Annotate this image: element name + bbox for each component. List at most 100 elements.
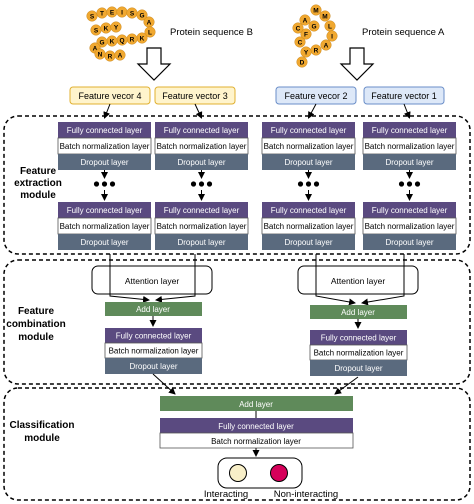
sequence-b-residue: A [147,19,152,26]
dropout-layer [155,234,248,250]
sequence-a-arrow [339,47,375,81]
sequence-a-bead [320,39,332,51]
sequence-a-residue: L [328,23,332,30]
add-layer-right-label: Add layer [341,308,375,317]
fc-layer [262,202,355,218]
sequence-b-residue: K [140,35,145,42]
sequence-a-bead [294,36,306,48]
ellipsis-dot [190,181,197,187]
bn-layer-label: Batch normalization layer [109,347,199,356]
bn-layer-label: Batch normalization layer [157,222,247,231]
bn-layer-label: Batch normalization layer [365,222,455,231]
combination-label-2: combination [6,319,65,330]
non-interacting-label: Non-interacting [274,489,338,500]
feature-arrow [308,103,317,119]
sequence-a-residue: M [322,13,327,20]
fc-layer [363,122,456,138]
sequence-a-residue: A [303,17,308,24]
dropout-layer-label: Dropout layer [177,158,225,167]
ellipsis-dot [414,181,421,187]
classification-label-1: Classification [9,420,74,431]
combination-arrows [109,254,405,306]
sequence-b-residue: G [139,12,144,19]
fc-layer-label: Fully connected layer [271,206,347,215]
attention-layer-left-label: Attention layer [125,276,180,286]
attention-layer-right [297,265,419,295]
add-layer-classification [160,396,353,411]
fc-layer [58,122,151,138]
dropout-layer [58,154,151,170]
extraction-label-2: extraction [14,178,62,189]
dropout-layer [363,234,456,250]
bn-layer-label: Batch normalization layer [365,142,455,151]
protein-sequence-a-label: Protein sequence A [362,27,445,38]
sequence-a-residue: D [300,59,305,66]
feature-arrow [403,103,411,119]
sequence-a-bead [319,10,331,22]
fc-layer-label: Fully connected layer [164,206,240,215]
sequence-a-residue: Y [304,49,309,56]
dropout-layer-label: Dropout layer [80,158,128,167]
sequence-a-residue: F [304,31,308,38]
add-layer-right [310,305,407,319]
sequence-b-residue: N [98,51,103,58]
sequence-b-residue: E [110,9,115,16]
attention-layer-left [91,265,213,295]
interacting-label: Interacting [204,489,248,500]
interacting-circle [229,464,247,482]
fc-layer [155,202,248,218]
non-interacting-circle [270,464,288,482]
bn-layer-label: Batch normalization layer [60,142,150,151]
sequence-a-residue: R [314,47,319,54]
dropout-layer-label: Dropout layer [177,238,225,247]
dropout-layer-label: Dropout layer [284,238,332,247]
dropout-layer-label: Dropout layer [385,238,433,247]
fc-layer [310,330,407,345]
feature-vector-1-label: Feature vector 1 [371,91,437,101]
combination-label-1: Feature [18,306,55,317]
sequence-a-residue: A [324,42,329,49]
ellipsis-dot [101,181,108,187]
fc-layer-label: Fully connected layer [67,126,143,135]
sequence-a-bead [296,56,308,68]
sequence-b-bead [110,21,122,33]
sequence-b-bead [144,26,156,38]
dropout-layer-label: Dropout layer [129,362,177,371]
ellipsis-dot [206,181,213,187]
sequence-b-arrow [136,47,172,81]
bn-layer-label: Batch normalization layer [264,222,354,231]
fc-layer-label: Fully connected layer [116,332,192,341]
sequence-a-bead [326,30,338,42]
sequence-b-residue: Q [119,37,124,44]
sequence-a-residue: G [311,23,316,30]
feature-extraction-module-border [3,115,471,255]
ellipsis-dot [198,181,205,187]
sequence-b-residue: A [118,52,123,59]
ellipsis-dot [398,181,405,187]
sequence-a-bead [310,4,322,16]
sequence-b-bead [136,9,148,21]
sequence-b-residue: K [110,38,115,45]
ellipsis-dot [297,181,304,187]
sequence-b-residue: I [121,9,123,16]
classification-label-2: module [24,433,60,444]
sequence-a-residue: M [313,7,318,14]
sequence-b-residue: R [108,53,113,60]
bn-layer-label: Batch normalization layer [157,142,247,151]
sequence-a-bead [292,22,304,34]
fc-layer-classification [160,418,353,433]
add-layer-left [105,302,202,316]
sequence-b-residue: S [94,27,99,34]
feature-vector-4-label: Feature vecor 4 [78,91,141,101]
bn-layer-label: Batch normalization layer [264,142,354,151]
dropout-layer [262,154,355,170]
feature-vector-2-label: Feature vecor 2 [284,91,347,101]
sequence-b-residue: T [100,10,104,17]
dropout-layer-label: Dropout layer [385,158,433,167]
dropout-layer-label: Dropout layer [80,238,128,247]
ellipsis-dot [406,181,413,187]
sequence-a-bead [308,20,320,32]
